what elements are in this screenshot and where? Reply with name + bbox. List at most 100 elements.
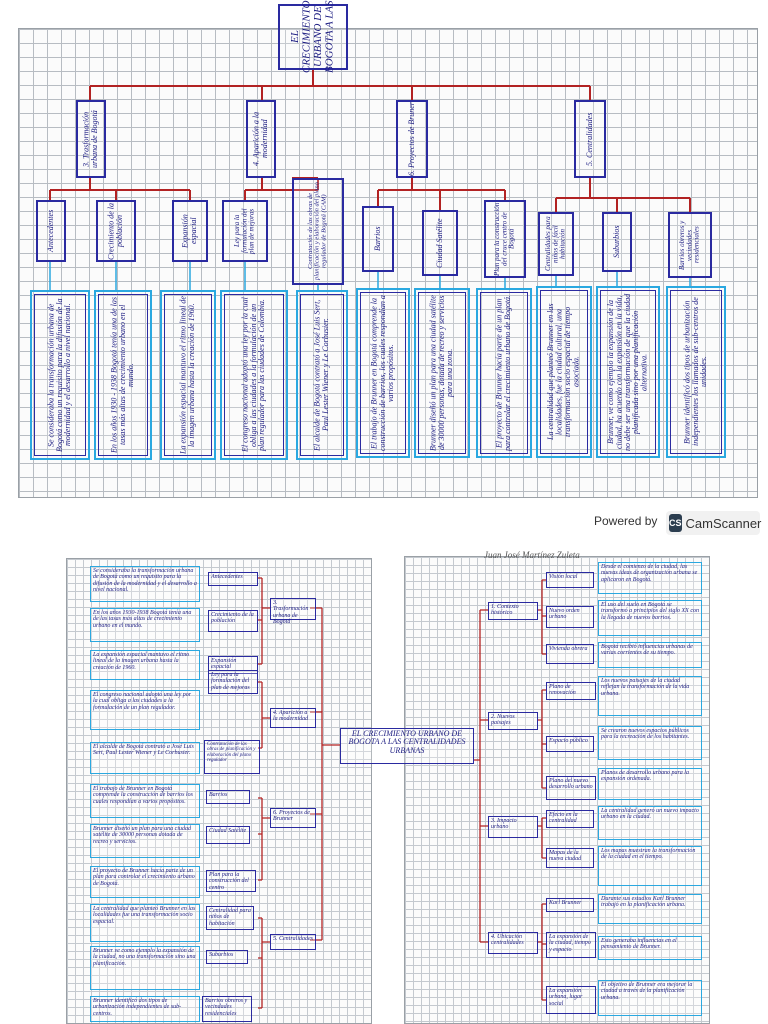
- bl-detail-text: Se consideraba la transformación urbana …: [93, 568, 197, 593]
- bl-subtopic: Suburbios: [206, 950, 248, 964]
- br-subtopic: Plano del nuevo desarrollo urbano: [546, 776, 596, 800]
- bl-subtopic-label: Suburbios: [209, 952, 234, 958]
- br-detail-text: La centralidad generó un nuevo impacto u…: [601, 808, 699, 821]
- bl-subtopic-label: Ciudad Satélite: [209, 828, 247, 834]
- bl-detail-text: El trabajo de Brunner en Bogotá comprend…: [93, 786, 193, 805]
- bl-center-title: EL CRECIMIENTO URBANO DE BOGOTA A LAS CE…: [340, 728, 474, 764]
- bl-topic-label: 5. Centralidades: [273, 936, 313, 942]
- br-subtopic: La expansión de la ciudad, tiempo y espa…: [546, 932, 596, 958]
- br-topic-label: 2. Nuevos paisajes: [491, 714, 515, 727]
- bl-subtopic-label: Ley para la formulación del plan de mejo…: [211, 672, 250, 691]
- camscanner-icon: CS: [669, 514, 682, 532]
- br-detail: Durante sus estudios Karl Brunner trabaj…: [598, 894, 702, 924]
- bl-detail: El alcalde de Bogotá contrató a José Lui…: [90, 742, 200, 774]
- br-detail-text: El objetivo de Brunner era mejorar la ci…: [601, 982, 693, 1001]
- br-detail: El uso del suelo en Bogotá se transformó…: [598, 600, 702, 636]
- br-subtopic-label: La expansión de la ciudad, tiempo y espa…: [549, 934, 591, 953]
- bl-subtopic: Ley para la formulación del plan de mejo…: [208, 670, 258, 694]
- br-subtopic-label: Mapas de la nueva ciudad: [549, 850, 582, 863]
- br-topic-label: 3. Impacto urbano: [491, 818, 517, 831]
- br-topic: 2. Nuevos paisajes: [488, 712, 538, 730]
- bl-subtopic: Ciudad Satélite: [206, 826, 250, 844]
- bl-topic: 6. Proyectos de Brunner: [270, 808, 316, 828]
- camscanner-name: CamScanner: [685, 515, 762, 531]
- br-detail-text: Los nuevos paisajes de la ciudad refleja…: [601, 678, 690, 697]
- bl-subtopic: Expansión espacial: [208, 656, 258, 674]
- bl-detail: Brunner identificó dos tipos de urbaniza…: [90, 996, 200, 1022]
- br-subtopic: Plano de renovación: [546, 682, 596, 700]
- bl-detail: Brunner ve como ejemplo la expansión de …: [90, 946, 200, 990]
- bl-detail-text: El congreso nacional adoptó una ley por …: [93, 692, 192, 711]
- bl-subtopic-label: Expansión espacial: [211, 658, 237, 671]
- bl-detail-text: La centralidad que planteó Brunner en la…: [93, 906, 196, 925]
- br-detail-text: Bogotá recibió influencias urbanas de va…: [601, 644, 693, 657]
- bl-detail-text: El proyecto de Brunner hacía parte de un…: [93, 868, 195, 887]
- br-subtopic: La expansión urbana, lugar social: [546, 986, 596, 1014]
- bottom-left-page: [66, 558, 372, 1024]
- top-mindmap-page: [18, 28, 758, 498]
- powered-by-label: Powered by: [594, 514, 658, 528]
- bl-subtopic-label: Antecedentes: [211, 574, 243, 580]
- bl-detail-text: Brunner ve como ejemplo la expansión de …: [93, 948, 196, 967]
- bl-detail: En los años 1930-1938 Bogotá tenía una d…: [90, 608, 200, 642]
- bl-detail: La centralidad que planteó Brunner en la…: [90, 904, 200, 942]
- br-subtopic: Efecto en la centralidad: [546, 810, 594, 828]
- br-subtopic: Espacio público: [546, 736, 594, 752]
- bl-subtopic-label: Contratación de las obras de planificaci…: [207, 742, 256, 763]
- br-topic: 3. Impacto urbano: [488, 816, 538, 838]
- bottom-right-page: [404, 556, 710, 1024]
- bl-topic: 4. Aparición a la modernidad: [270, 708, 316, 728]
- br-subtopic-label: Plano de renovación: [549, 684, 576, 697]
- br-subtopic-label: Visión local: [549, 574, 578, 580]
- br-topic-label: 1. Contexto histórico: [491, 604, 519, 617]
- camscanner-logo: CS CamScanner: [666, 511, 762, 535]
- bl-subtopic: Contratación de las obras de planificaci…: [204, 740, 260, 774]
- br-detail-text: Desde el comienzo de la ciudad, las nuev…: [601, 564, 698, 583]
- bl-detail-text: Brunner identificó dos tipos de urbaniza…: [93, 998, 182, 1017]
- bl-detail-text: En los años 1930-1938 Bogotá tenía una d…: [93, 610, 192, 629]
- bl-subtopic-label: Crecimiento de la población: [211, 612, 254, 625]
- bl-detail-text: El alcalde de Bogotá contrató a José Lui…: [93, 744, 194, 757]
- bl-topic-label: 3. Trasformación urbana de Bogotá: [273, 600, 309, 625]
- bl-subtopic: Antecedentes: [208, 572, 258, 586]
- br-subtopic: Vivienda obrera: [546, 644, 594, 664]
- br-detail-text: Esto generaba influencias en el pensamie…: [601, 938, 677, 951]
- bl-detail: La expansión espacial mantuvo el ritmo l…: [90, 650, 200, 680]
- bl-subtopic-label: Plan para la construcción del centro: [209, 872, 249, 891]
- br-subtopic: Karl Brunner: [546, 898, 594, 912]
- br-detail: Esto generaba influencias en el pensamie…: [598, 936, 702, 960]
- br-subtopic-label: La expansión urbana, lugar social: [549, 988, 583, 1007]
- bl-detail-text: La expansión espacial mantuvo el ritmo l…: [93, 652, 190, 671]
- br-subtopic-label: Espacio público: [549, 738, 588, 744]
- author-signature: Juan José Martínez Zuleta: [484, 550, 580, 560]
- bl-detail: Brunner diseñó un plan para una ciudad s…: [90, 824, 200, 858]
- bl-detail: El trabajo de Brunner en Bogotá comprend…: [90, 784, 200, 818]
- br-subtopic-label: Vivienda obrera: [549, 646, 588, 652]
- br-subtopic: Mapas de la nueva ciudad: [546, 848, 594, 868]
- br-detail-text: Planos de desarrollo urbano para la expa…: [601, 770, 689, 783]
- br-detail: La centralidad generó un nuevo impacto u…: [598, 806, 702, 840]
- bl-detail: Se consideraba la transformación urbana …: [90, 566, 200, 602]
- br-topic: 4. Ubicación centralidades: [488, 932, 538, 954]
- bl-detail-text: Brunner diseñó un plan para una ciudad s…: [93, 826, 191, 845]
- bl-subtopic: Barrios obreros y vecindades residencial…: [202, 996, 252, 1022]
- br-detail: Los nuevos paisajes de la ciudad refleja…: [598, 676, 702, 716]
- bl-detail: El congreso nacional adoptó una ley por …: [90, 690, 200, 730]
- bl-detail: El proyecto de Brunner hacía parte de un…: [90, 866, 200, 898]
- br-subtopic: Nuevo orden urbano: [546, 606, 594, 628]
- br-topic: 1. Contexto histórico: [488, 602, 538, 620]
- bl-subtopic: Plan para la construcción del centro: [206, 870, 256, 892]
- bl-subtopic: Crecimiento de la población: [208, 610, 258, 632]
- br-detail: Desde el comienzo de la ciudad, las nuev…: [598, 562, 702, 594]
- br-detail: Los mapas muestran la transformación de …: [598, 846, 702, 886]
- bl-subtopic-label: Barrios: [209, 792, 228, 798]
- br-detail: Se crearon nuevos espacios públicos para…: [598, 726, 702, 760]
- br-detail-text: Los mapas muestran la transformación de …: [601, 848, 696, 861]
- br-topic-label: 4. Ubicación centralidades: [491, 934, 524, 947]
- br-detail: Bogotá recibió influencias urbanas de va…: [598, 642, 702, 668]
- br-detail-text: Durante sus estudios Karl Brunner trabaj…: [601, 896, 686, 909]
- bl-topic-label: 6. Proyectos de Brunner: [273, 810, 310, 823]
- bl-subtopic: Centralidad para niños de habitación: [206, 906, 254, 930]
